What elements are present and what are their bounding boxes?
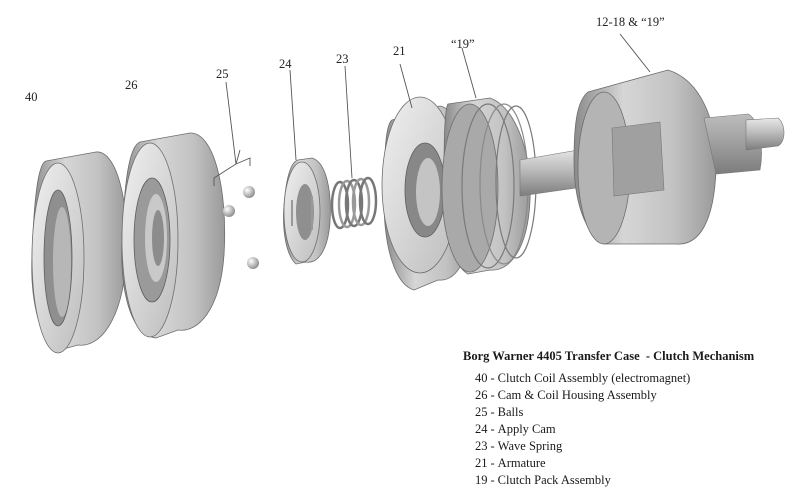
legend-item: 25-Balls — [475, 404, 793, 421]
legend-item-separator: - — [490, 371, 495, 385]
legend-item-separator: - — [490, 422, 495, 436]
legend-item-separator: - — [490, 456, 495, 470]
callout-24: 24 — [279, 57, 292, 71]
legend-item-separator: - — [490, 388, 495, 402]
legend-item-number: 24 — [475, 422, 488, 436]
legend-item-label: Cam & Coil Housing Assembly — [497, 388, 657, 402]
legend-item: 24-Apply Cam — [475, 421, 793, 438]
part-26-cam-housing — [121, 132, 226, 339]
legend-item-separator: - — [490, 439, 495, 453]
legend-item-label: Clutch Coil Assembly (electromagnet) — [497, 371, 691, 385]
legend-item-label: Balls — [497, 405, 524, 419]
callout-26: 26 — [125, 78, 138, 92]
callout-23: 23 — [336, 52, 349, 66]
legend-item-number: 26 — [475, 388, 488, 402]
part-40-clutch-coil — [31, 151, 128, 354]
legend-item: 21-Armature — [475, 455, 793, 472]
legend-item-number: 40 — [475, 371, 488, 385]
part-24-apply-cam — [283, 69, 331, 265]
legend-item: 19-Clutch Pack Assembly — [475, 472, 793, 489]
legend-item-separator: - — [490, 405, 495, 419]
parts-legend: Borg Warner 4405 Transfer Case - Clutch … — [463, 349, 793, 489]
callout-40: 40 — [25, 90, 38, 104]
legend-item: 23-Wave Spring — [475, 438, 793, 455]
callout-19: “19” — [451, 37, 475, 51]
legend-item: 26-Cam & Coil Housing Assembly — [475, 387, 793, 404]
legend-item: 40-Clutch Coil Assembly (electromagnet) — [475, 370, 793, 387]
callout-21: 21 — [393, 44, 406, 58]
callout-25: 25 — [216, 67, 229, 81]
legend-item-label: Clutch Pack Assembly — [497, 473, 611, 487]
legend-item-number: 21 — [475, 456, 488, 470]
legend-item-label: Wave Spring — [497, 439, 563, 453]
legend-item-number: 19 — [475, 473, 488, 487]
part-25-balls — [213, 81, 259, 269]
callout-12-18-19: 12-18 & “19” — [596, 15, 665, 29]
legend-item-number: 23 — [475, 439, 488, 453]
legend-item-separator: - — [490, 473, 495, 487]
legend-item-label: Armature — [497, 456, 546, 470]
legend-list: 40-Clutch Coil Assembly (electromagnet)2… — [463, 370, 793, 489]
part-23-wave-spring — [330, 65, 378, 230]
part-19-clutch-pack — [441, 47, 537, 275]
part-12-18-drum-shaft — [519, 33, 785, 245]
legend-item-label: Apply Cam — [497, 422, 556, 436]
legend-item-number: 25 — [475, 405, 488, 419]
legend-title: Borg Warner 4405 Transfer Case - Clutch … — [463, 349, 755, 363]
